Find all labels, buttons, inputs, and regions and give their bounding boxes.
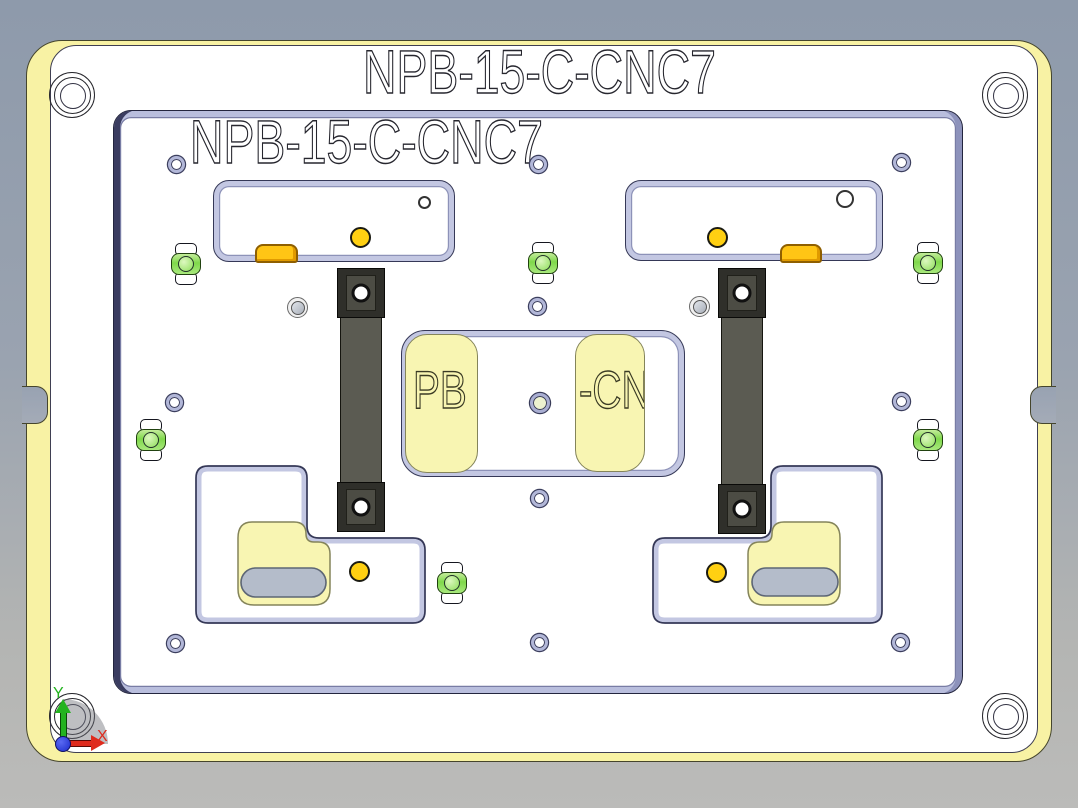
slot-right-stop-tab[interactable] xyxy=(780,244,822,263)
clamp-screw-icon xyxy=(444,575,460,591)
plate-hole[interactable] xyxy=(893,154,910,171)
engraving-part-name-inner: NPB-15-C-CNC7 xyxy=(189,108,543,176)
bottom-pocket-right-outline xyxy=(653,466,882,623)
pocket-right-locator-pin[interactable] xyxy=(706,562,727,583)
engraving-fragment-left: PB xyxy=(412,361,467,420)
plate-hole[interactable] xyxy=(167,635,184,652)
clamp-bar-left-bottom-block xyxy=(337,482,385,532)
plate-hole[interactable] xyxy=(529,298,546,315)
engraving-fragment-right: -CN xyxy=(578,361,645,420)
clamp-screw-icon xyxy=(178,256,194,272)
edge-notch-right xyxy=(1030,386,1056,424)
center-island-left[interactable]: PB xyxy=(405,334,478,473)
slot-left-locator-pin[interactable] xyxy=(350,227,371,248)
countersunk-hole[interactable] xyxy=(689,296,710,317)
plate-hole[interactable] xyxy=(531,634,548,651)
top-slot-left[interactable] xyxy=(213,180,455,262)
pocket-right-through-slot[interactable] xyxy=(751,567,839,597)
green-clamp[interactable] xyxy=(171,243,201,285)
edge-notch-left xyxy=(22,386,48,424)
center-island-right[interactable]: -CN xyxy=(575,334,645,472)
green-clamp[interactable] xyxy=(913,419,943,461)
plate-hole[interactable] xyxy=(531,490,548,507)
plate-hole[interactable] xyxy=(168,156,185,173)
plate-hole[interactable] xyxy=(892,634,909,651)
bottom-pocket-left-outline xyxy=(196,466,425,623)
bolt-hole xyxy=(351,497,371,517)
y-axis-arrowhead-icon xyxy=(55,699,71,713)
corner-screw-top-left[interactable] xyxy=(49,72,95,118)
clamp-bar-left[interactable] xyxy=(337,268,385,532)
countersunk-hole[interactable] xyxy=(287,297,308,318)
plate-hole[interactable] xyxy=(166,394,183,411)
green-clamp[interactable] xyxy=(136,419,166,461)
bolt-hole xyxy=(732,283,752,303)
x-axis-arrowhead-icon xyxy=(91,735,105,751)
corner-screw-top-right[interactable] xyxy=(982,72,1028,118)
corner-screw-bottom-right[interactable] xyxy=(982,693,1028,739)
engraving-part-name-top: NPB-15-C-CNC7 xyxy=(362,38,716,106)
y-axis-label: Y xyxy=(53,685,64,702)
clamp-screw-icon xyxy=(143,432,159,448)
slot-right-pin-hole[interactable] xyxy=(836,190,854,208)
slot-left-stop-tab[interactable] xyxy=(255,244,298,263)
green-clamp[interactable] xyxy=(528,242,558,284)
slot-right-locator-pin[interactable] xyxy=(707,227,728,248)
x-axis-label: X xyxy=(97,728,108,745)
green-clamp[interactable] xyxy=(437,562,467,604)
clamp-bar-left-top-block xyxy=(337,268,385,318)
clamp-bar-right-top-block xyxy=(718,268,766,318)
bolt-hole xyxy=(351,283,371,303)
slot-left-pin-hole[interactable] xyxy=(418,196,431,209)
plate-hole[interactable] xyxy=(893,393,910,410)
clamp-bar-right-bottom-block xyxy=(718,484,766,534)
bolt-hole xyxy=(732,499,752,519)
pocket-left-locator-pin[interactable] xyxy=(349,561,370,582)
clamp-screw-icon xyxy=(920,255,936,271)
center-locating-hole[interactable] xyxy=(530,393,550,413)
plate-hole[interactable] xyxy=(530,156,547,173)
clamp-screw-icon xyxy=(920,432,936,448)
pocket-left-through-slot[interactable] xyxy=(240,567,327,598)
green-clamp[interactable] xyxy=(913,242,943,284)
clamp-bar-right[interactable] xyxy=(718,268,766,534)
z-axis-origin-icon[interactable] xyxy=(55,736,71,752)
clamp-screw-icon xyxy=(535,255,551,271)
